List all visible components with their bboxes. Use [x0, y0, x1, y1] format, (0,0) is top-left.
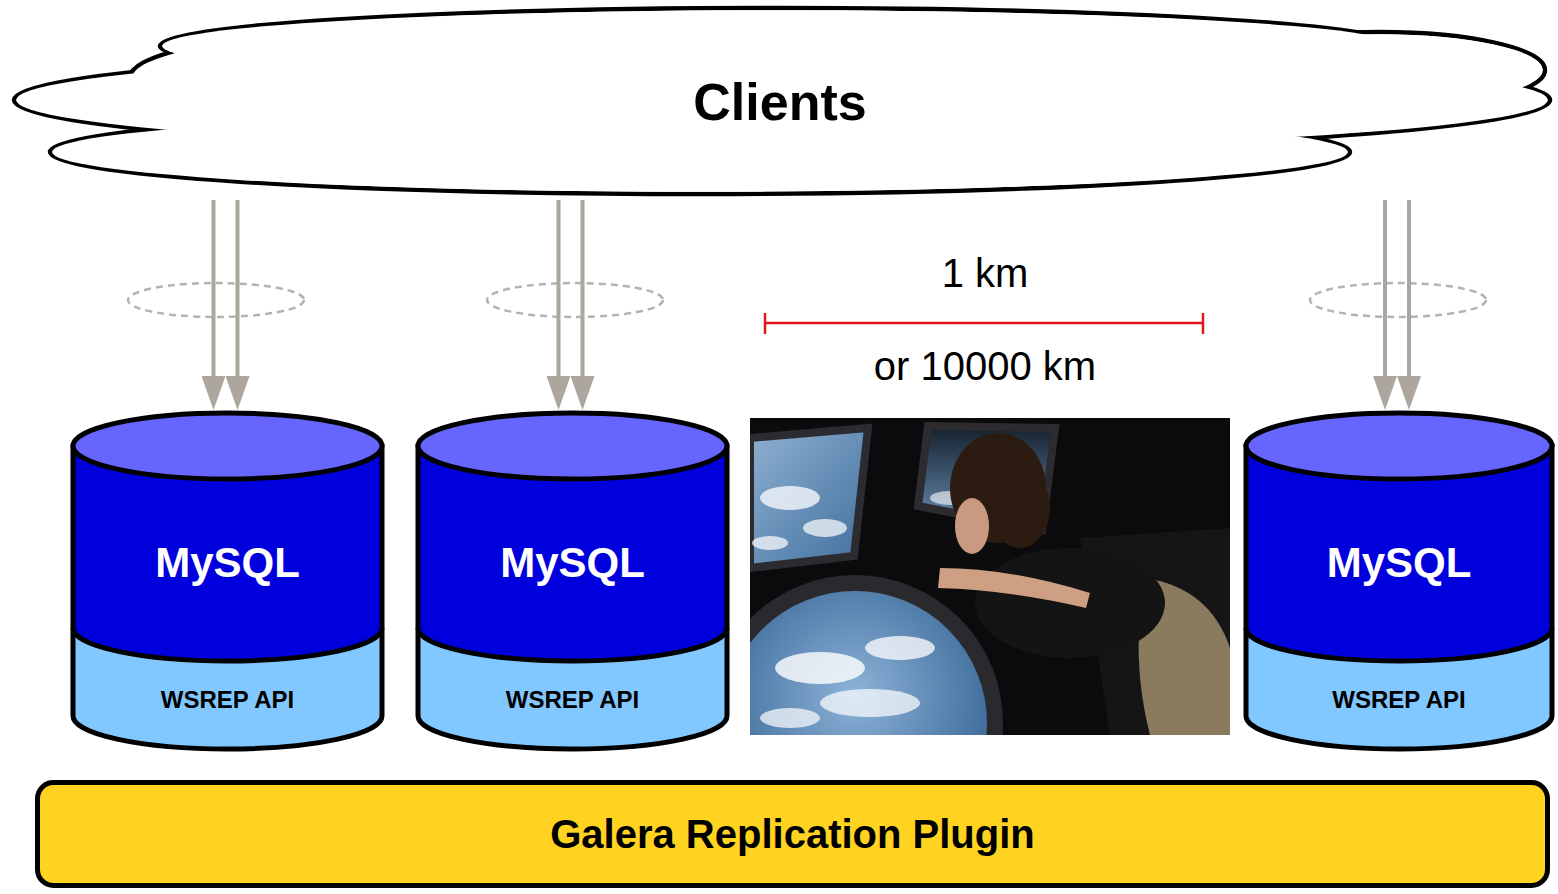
database-label: MySQL: [1327, 539, 1472, 587]
client-connection-arrow: [212, 200, 216, 400]
connection-pool-ellipses: [128, 283, 1486, 317]
pool-ellipse: [487, 283, 663, 317]
distance-dimension: [765, 313, 1203, 334]
api-label: WSREP API: [161, 686, 294, 714]
api-label: WSREP API: [1332, 686, 1465, 714]
database-cylinder: MySQL WSREP API: [415, 410, 730, 752]
distance-label: or 10000 km: [874, 343, 1096, 389]
pool-ellipse: [128, 283, 304, 317]
astronaut-photo: [750, 418, 1230, 735]
database-cylinder: MySQL WSREP API: [70, 410, 385, 752]
distance-label: 1 km: [942, 250, 1029, 296]
pool-ellipse: [1310, 283, 1486, 317]
client-connection-arrow: [1407, 200, 1411, 400]
replication-bar: Galera Replication Plugin: [35, 780, 1550, 888]
plugin-label: Galera Replication Plugin: [550, 811, 1035, 857]
client-connection-arrow: [581, 200, 585, 400]
client-connection-arrow: [236, 200, 240, 400]
database-label: MySQL: [500, 539, 645, 587]
api-label: WSREP API: [506, 686, 639, 714]
client-cloud: Clients: [10, 5, 1550, 200]
database-label: MySQL: [155, 539, 300, 587]
cloud-label: Clients: [693, 73, 866, 133]
client-connection-arrow: [1383, 200, 1387, 400]
database-cylinder: MySQL WSREP API: [1243, 410, 1555, 752]
client-connection-arrow: [557, 200, 561, 400]
